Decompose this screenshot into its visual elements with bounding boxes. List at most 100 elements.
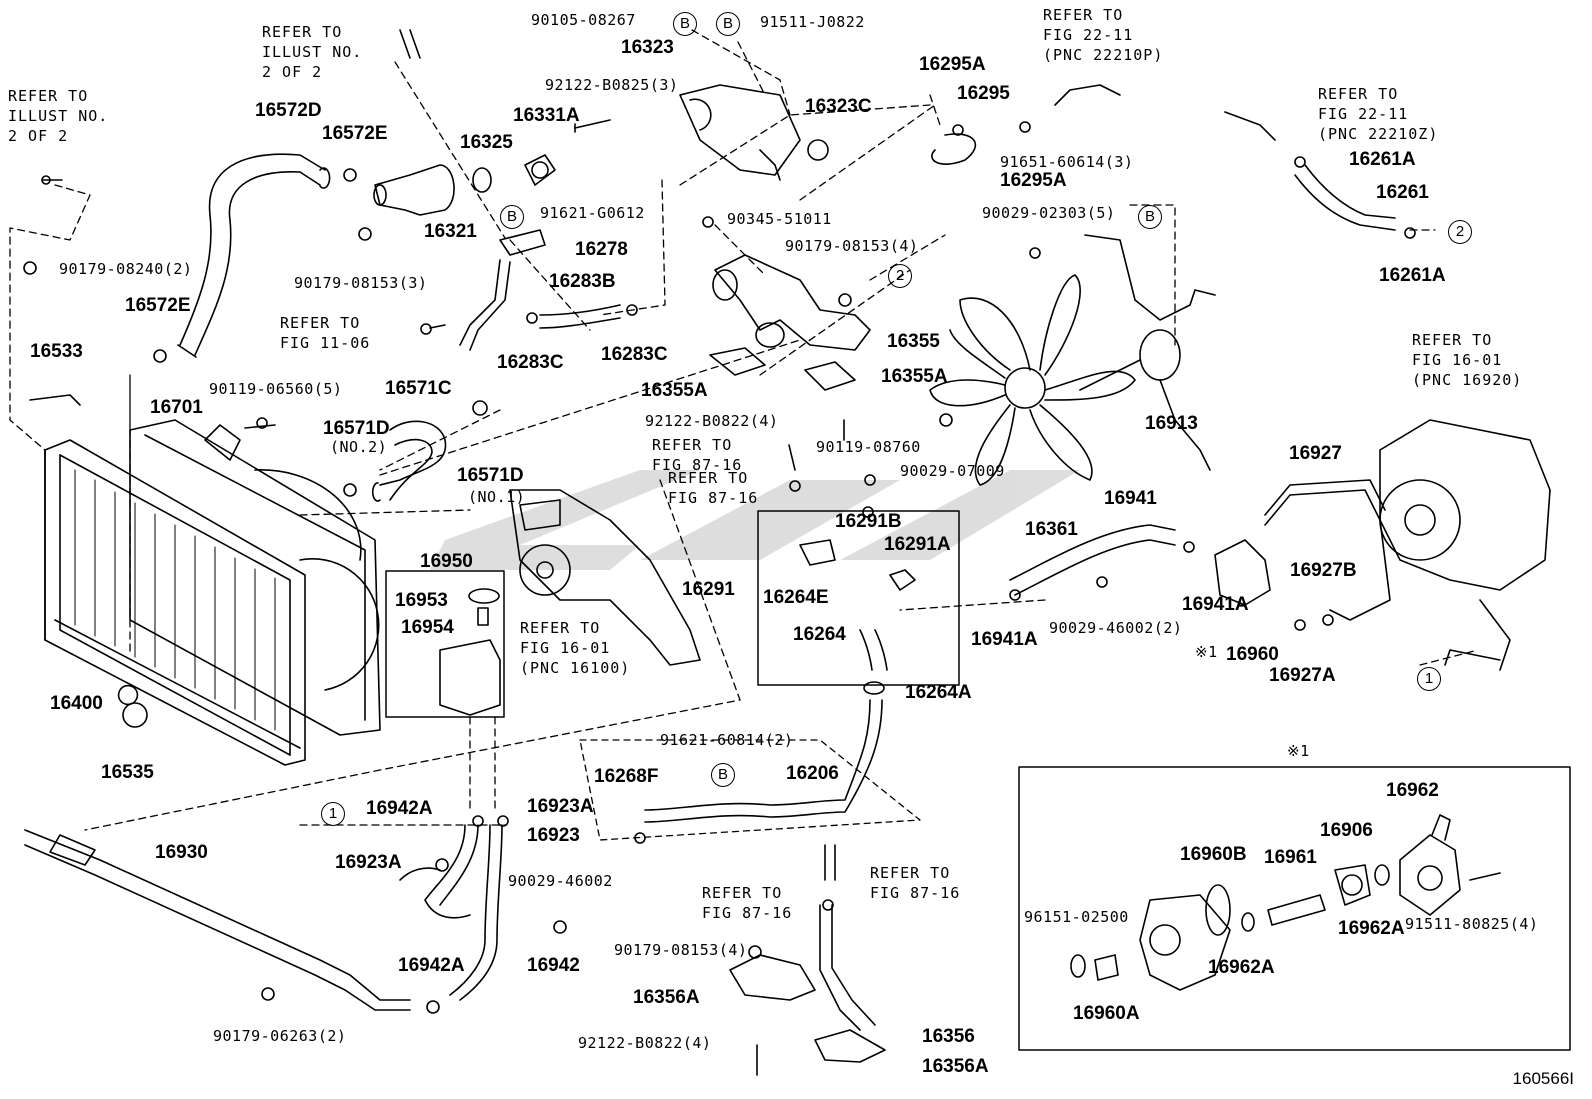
part-16356A-top[interactable]: 16356A — [633, 987, 700, 1008]
part-16321[interactable]: 16321 — [424, 221, 477, 242]
part-16927B[interactable]: 16927B — [1290, 560, 1357, 581]
part-16533[interactable]: 16533 — [30, 341, 83, 362]
part-16355A-left[interactable]: 16355A — [641, 380, 708, 401]
callout-B[interactable]: B — [716, 12, 740, 36]
code-92122-B0825-3[interactable]: 92122-B0825(3) — [545, 76, 679, 94]
code-90119-08760[interactable]: 90119-08760 — [816, 438, 921, 456]
part-16356A-bot[interactable]: 16356A — [922, 1056, 989, 1077]
part-16331A[interactable]: 16331A — [513, 105, 580, 126]
part-16400[interactable]: 16400 — [50, 693, 103, 714]
ref-fig-22-11-top[interactable]: REFER TO FIG 22-11 (PNC 22210P) — [1043, 6, 1164, 64]
code-90179-06263-2[interactable]: 90179-06263(2) — [213, 1027, 347, 1045]
part-16571C[interactable]: 16571C — [385, 378, 452, 399]
code-91511-80825-4[interactable]: 91511-80825(4) — [1405, 915, 1539, 933]
part-16323[interactable]: 16323 — [621, 37, 674, 58]
code-90029-07009[interactable]: 90029-07009 — [900, 462, 1005, 480]
ref-fig-87-16-b[interactable]: REFER TO FIG 87-16 — [668, 469, 759, 507]
part-16283C-left[interactable]: 16283C — [497, 352, 564, 373]
part-16261A-top[interactable]: 16261A — [1349, 149, 1416, 170]
part-16295[interactable]: 16295 — [957, 83, 1010, 104]
part-16953[interactable]: 16953 — [395, 590, 448, 611]
code-91621-G0612[interactable]: 91621-G0612 — [540, 204, 645, 222]
part-16941A-left[interactable]: 16941A — [971, 629, 1038, 650]
part-16283B[interactable]: 16283B — [549, 271, 616, 292]
part-16941[interactable]: 16941 — [1104, 488, 1157, 509]
code-91621-60814-2[interactable]: 91621-60814(2) — [660, 731, 794, 749]
part-16923A-left[interactable]: 16923A — [335, 852, 402, 873]
part-16962A-right[interactable]: 16962A — [1338, 918, 1405, 939]
part-16962A-bot[interactable]: 16962A — [1208, 957, 1275, 978]
part-16355A-right[interactable]: 16355A — [881, 366, 948, 387]
part-16950[interactable]: 16950 — [420, 551, 473, 572]
part-16261A-bot[interactable]: 16261A — [1379, 265, 1446, 286]
code-90029-02303-5[interactable]: 90029-02303(5) — [982, 204, 1116, 222]
part-16913[interactable]: 16913 — [1145, 413, 1198, 434]
part-16571D-bot[interactable]: 16571D — [457, 465, 524, 486]
part-16356[interactable]: 16356 — [922, 1026, 975, 1047]
code-90345-51011[interactable]: 90345-51011 — [727, 210, 832, 228]
part-16325[interactable]: 16325 — [460, 132, 513, 153]
callout-1[interactable]: 1 — [321, 802, 345, 826]
part-16701[interactable]: 16701 — [150, 397, 203, 418]
part-16960A[interactable]: 16960A — [1073, 1003, 1140, 1024]
part-16283C-right[interactable]: 16283C — [601, 344, 668, 365]
part-16954[interactable]: 16954 — [401, 617, 454, 638]
part-16571D-top[interactable]: 16571D — [323, 418, 390, 439]
part-16942A-top[interactable]: 16942A — [366, 798, 433, 819]
part-16355[interactable]: 16355 — [887, 331, 940, 352]
ref-fig-87-16-d[interactable]: REFER TO FIG 87-16 — [870, 864, 961, 902]
ref-fig-22-11-right[interactable]: REFER TO FIG 22-11 (PNC 22210Z) — [1318, 85, 1439, 143]
part-16291B[interactable]: 16291B — [835, 511, 902, 532]
code-90179-08153-4a[interactable]: 90179-08153(4) — [785, 237, 919, 255]
ref-fig-16-01-right[interactable]: REFER TO FIG 16-01 (PNC 16920) — [1412, 331, 1523, 389]
part-16942A-bot[interactable]: 16942A — [398, 955, 465, 976]
part-16923A-right[interactable]: 16923A — [527, 796, 594, 817]
ref-illust-left[interactable]: REFER TO ILLUST NO. 2 OF 2 — [8, 87, 109, 145]
ref-fig-16-01-pump[interactable]: REFER TO FIG 16-01 (PNC 16100) — [520, 619, 631, 677]
part-16535[interactable]: 16535 — [101, 762, 154, 783]
part-16923[interactable]: 16923 — [527, 825, 580, 846]
part-16268F[interactable]: 16268F — [594, 766, 659, 787]
part-16941A-right[interactable]: 16941A — [1182, 594, 1249, 615]
part-16323C[interactable]: 16323C — [805, 96, 872, 117]
code-92122-B0822-4a[interactable]: 92122-B0822(4) — [645, 412, 779, 430]
callout-2[interactable]: 2 — [1448, 220, 1472, 244]
ref-fig-87-16-c[interactable]: REFER TO FIG 87-16 — [702, 884, 793, 922]
callout-B[interactable]: B — [673, 12, 697, 36]
code-91511-J0822[interactable]: 91511-J0822 — [760, 13, 865, 31]
part-16295A-bot[interactable]: 16295A — [1000, 170, 1067, 191]
part-16291A[interactable]: 16291A — [884, 534, 951, 555]
code-90179-08240-2[interactable]: 90179-08240(2) — [59, 260, 193, 278]
code-96151-02500[interactable]: 96151-02500 — [1024, 908, 1129, 926]
part-16264A[interactable]: 16264A — [905, 682, 972, 703]
code-90179-08153-4b[interactable]: 90179-08153(4) — [614, 941, 748, 959]
ref-fig-87-16-a[interactable]: REFER TO FIG 87-16 — [652, 436, 743, 474]
part-16264E[interactable]: 16264E — [763, 587, 829, 608]
callout-B[interactable]: B — [1138, 205, 1162, 229]
callout-2[interactable]: 2 — [888, 264, 912, 288]
part-16927A[interactable]: 16927A — [1269, 665, 1336, 686]
part-16572D[interactable]: 16572D — [255, 100, 322, 121]
callout-1[interactable]: 1 — [1417, 667, 1441, 691]
part-16278[interactable]: 16278 — [575, 239, 628, 260]
part-16264[interactable]: 16264 — [793, 624, 846, 645]
part-16962[interactable]: 16962 — [1386, 780, 1439, 801]
code-90029-46002[interactable]: 90029-46002 — [508, 872, 613, 890]
part-16206[interactable]: 16206 — [786, 763, 839, 784]
part-16960[interactable]: 16960 — [1226, 644, 1279, 665]
part-16927[interactable]: 16927 — [1289, 443, 1342, 464]
part-16361[interactable]: 16361 — [1025, 519, 1078, 540]
callout-B[interactable]: B — [500, 205, 524, 229]
ref-fig-11-06[interactable]: REFER TO FIG 11-06 — [280, 314, 371, 352]
part-16295A-top[interactable]: 16295A — [919, 54, 986, 75]
code-90105-08267[interactable]: 90105-08267 — [531, 11, 636, 29]
code-92122-B0822-4b[interactable]: 92122-B0822(4) — [578, 1034, 712, 1052]
part-16930[interactable]: 16930 — [155, 842, 208, 863]
callout-B[interactable]: B — [711, 763, 735, 787]
part-16572E-top[interactable]: 16572E — [322, 123, 388, 144]
code-90179-08153-3[interactable]: 90179-08153(3) — [294, 274, 428, 292]
ref-illust-top[interactable]: REFER TO ILLUST NO. 2 OF 2 — [262, 23, 363, 81]
part-16942[interactable]: 16942 — [527, 955, 580, 976]
part-16291[interactable]: 16291 — [682, 579, 735, 600]
code-90119-06560-5[interactable]: 90119-06560(5) — [209, 380, 343, 398]
